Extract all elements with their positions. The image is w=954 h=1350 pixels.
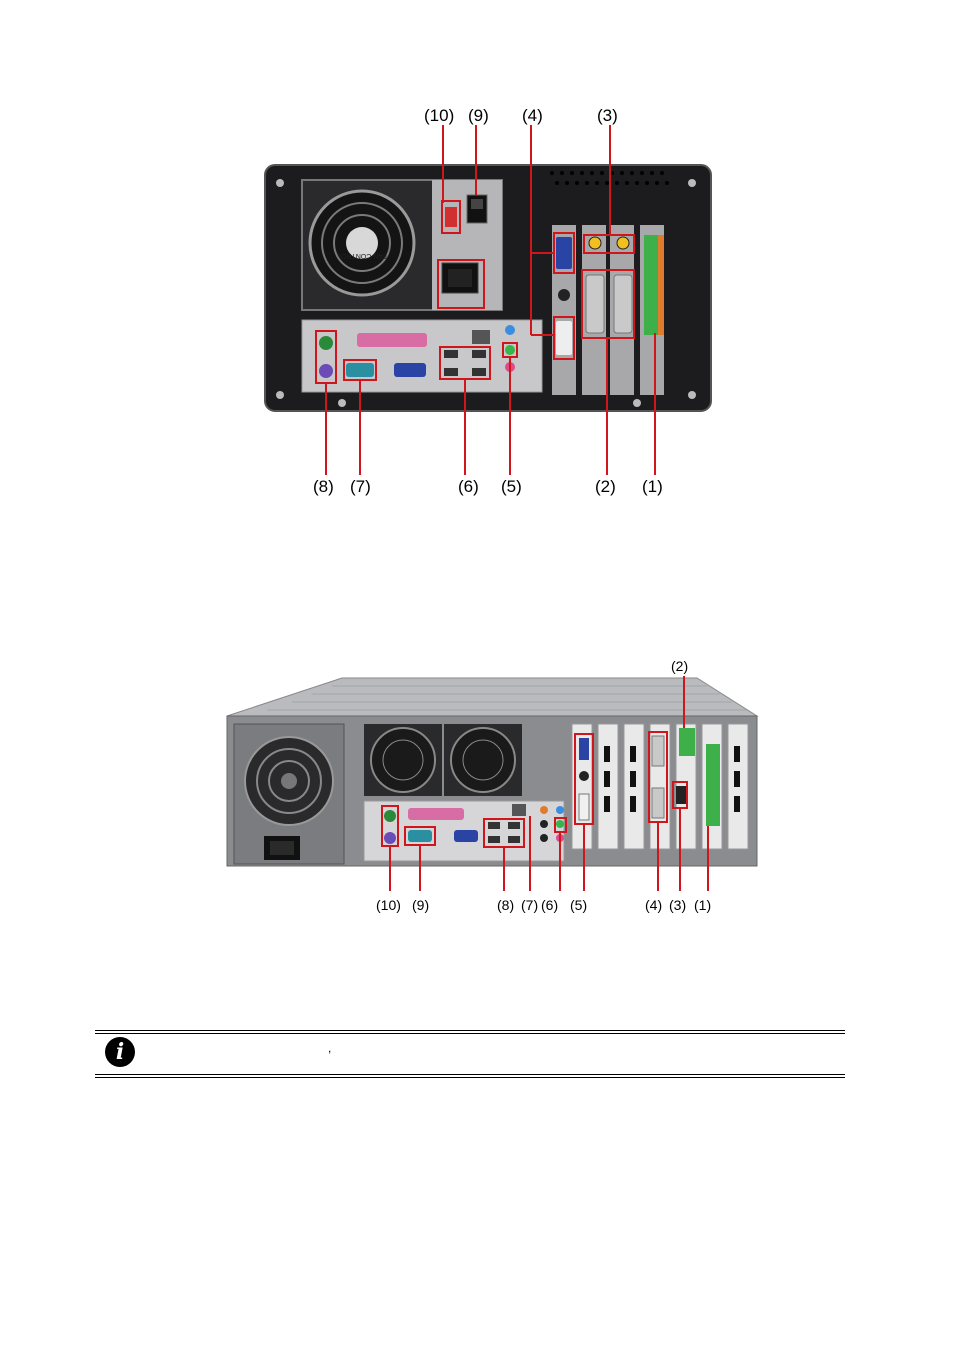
callout-label-6: (6) [541,897,559,913]
callout-label-7: (7) [350,477,371,496]
callout-label-3: (3) [669,897,687,913]
note-text: , [328,1041,332,1055]
callout-label-3: (3) [597,106,618,125]
callout-label-2: (2) [595,477,616,496]
callout-label-6: (6) [458,477,479,496]
callout-label-8: (8) [497,897,515,913]
info-icon: i [105,1037,135,1067]
rackmount-rear-panel-photo [226,676,759,891]
callout-label-4: (4) [645,897,663,913]
callout-label-10: (10) [376,897,401,913]
callout-label-9: (9) [412,897,430,913]
callout-label-1: (1) [694,897,712,913]
callout-label-10: (10) [424,106,455,125]
callout-label-5: (5) [570,897,588,913]
callout-label-9: (9) [468,106,489,125]
note-top-rule [95,1030,845,1031]
callout-label-8: (8) [313,477,334,496]
note-bottom-rule-inner [95,1077,845,1078]
psu-fan-label: FAN CONTROL [337,252,387,259]
callout-label-5: (5) [501,477,522,496]
callout-label-2: (2) [671,658,689,674]
note-bottom-rule [95,1074,845,1075]
note-top-rule-inner [95,1033,845,1034]
callout-label-7: (7) [521,897,539,913]
callout-label-1: (1) [642,477,663,496]
tower-rear-panel-photo: FAN CONTROL [264,125,712,475]
callout-label-4: (4) [522,106,543,125]
